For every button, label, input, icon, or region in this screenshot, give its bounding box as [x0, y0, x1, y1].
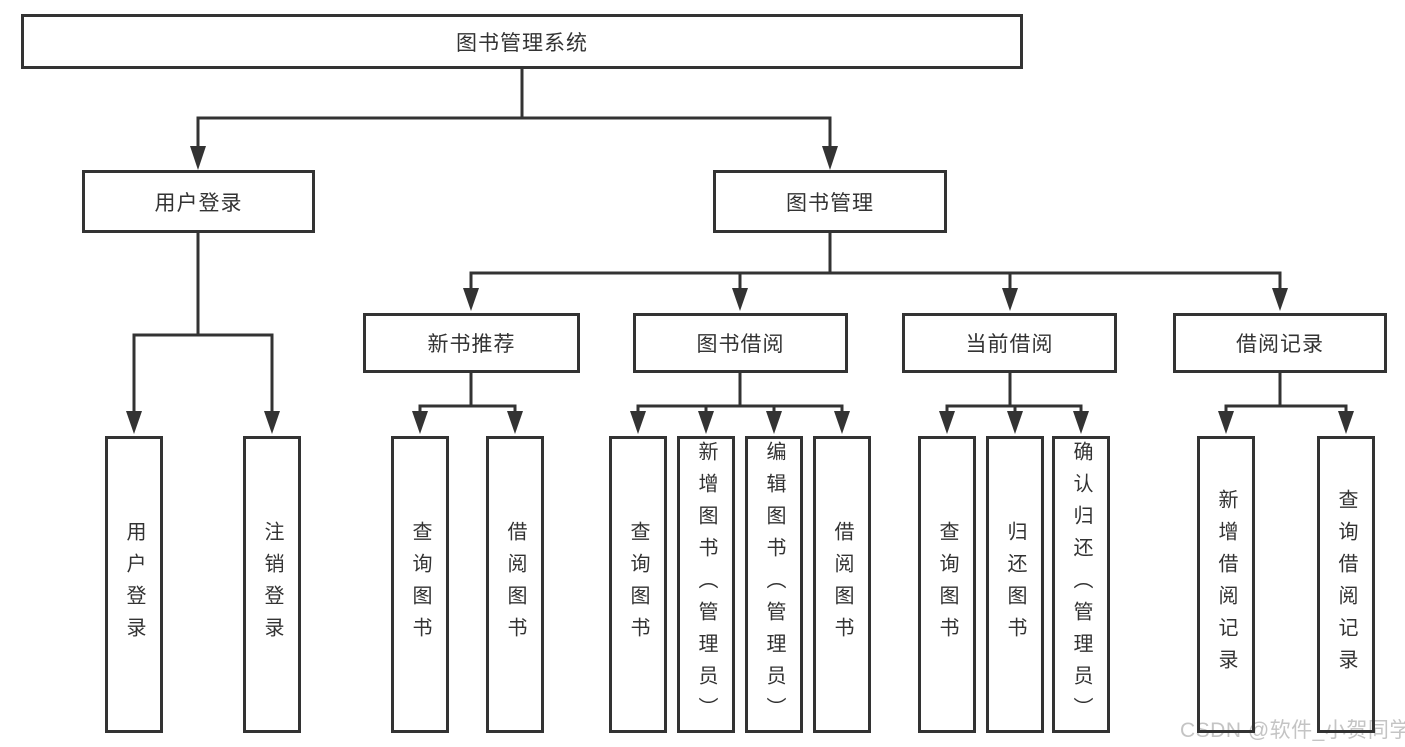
leaf-query-books-recommend-label: 查询图书	[409, 520, 431, 649]
connector-new-book-recommendation-branch	[412, 373, 523, 434]
leaf-borrow-books-borrowing-label: 借阅图书	[831, 520, 853, 649]
leaf-logout-label: 注销登录	[261, 520, 283, 649]
node-user-login-label: 用户登录	[154, 191, 243, 215]
leaf-query-borrow-record-label: 查询借阅记录	[1335, 488, 1357, 681]
leaf-user-login-label: 用户登录	[123, 520, 145, 649]
node-current-borrowing-label: 当前借阅	[965, 333, 1054, 356]
leaf-return-books-label: 归还图书	[1004, 520, 1026, 649]
node-current-borrowing: 当前借阅	[902, 313, 1117, 373]
node-book-management-label: 图书管理	[786, 191, 874, 215]
leaf-edit-books-admin-label: 编辑图书（管理员）	[763, 440, 785, 729]
node-book-borrowing: 图书借阅	[633, 313, 848, 373]
leaf-query-books-borrowing: 查询图书	[609, 436, 667, 733]
leaf-return-books: 归还图书	[986, 436, 1044, 733]
node-borrowing-records-label: 借阅记录	[1236, 333, 1324, 356]
leaf-add-books-admin: 新增图书（管理员）	[677, 436, 735, 733]
leaf-add-borrow-record: 新增借阅记录	[1197, 436, 1255, 733]
node-new-book-recommendation: 新书推荐	[363, 313, 580, 373]
node-book-management: 图书管理	[713, 170, 947, 233]
node-user-login: 用户登录	[82, 170, 315, 233]
node-root-label: 图书管理系统	[456, 31, 588, 55]
node-book-borrowing-label: 图书借阅	[696, 333, 785, 356]
leaf-query-books-recommend: 查询图书	[391, 436, 449, 733]
connector-root-to-level2	[190, 69, 838, 170]
leaf-logout: 注销登录	[243, 436, 301, 733]
connector-book-management-to-level3	[463, 233, 1288, 311]
node-new-book-recommendation-label: 新书推荐	[427, 333, 516, 356]
leaf-query-borrow-record: 查询借阅记录	[1317, 436, 1375, 733]
leaf-user-login: 用户登录	[105, 436, 163, 733]
connector-borrowing-records-branch	[1218, 373, 1354, 434]
connector-current-borrowing-branch	[939, 373, 1089, 434]
leaf-query-books-current: 查询图书	[918, 436, 976, 733]
leaf-query-books-current-label: 查询图书	[936, 520, 958, 649]
leaf-borrow-books-recommend-label: 借阅图书	[504, 520, 526, 649]
leaf-confirm-return-admin: 确认归还（管理员）	[1052, 436, 1110, 733]
node-borrowing-records: 借阅记录	[1173, 313, 1387, 373]
connector-book-borrowing-branch	[630, 373, 850, 434]
leaf-query-books-borrowing-label: 查询图书	[627, 520, 649, 649]
watermark: CSDN @软件_小贺同学	[1180, 719, 1405, 742]
leaf-add-books-admin-label: 新增图书（管理员）	[695, 440, 717, 729]
leaf-borrow-books-recommend: 借阅图书	[486, 436, 544, 733]
leaf-edit-books-admin: 编辑图书（管理员）	[745, 436, 803, 733]
connector-user-login-branch	[126, 233, 280, 434]
leaf-add-borrow-record-label: 新增借阅记录	[1215, 488, 1237, 681]
leaf-borrow-books-borrowing: 借阅图书	[813, 436, 871, 733]
node-root: 图书管理系统	[21, 14, 1023, 69]
leaf-confirm-return-admin-label: 确认归还（管理员）	[1070, 440, 1092, 729]
